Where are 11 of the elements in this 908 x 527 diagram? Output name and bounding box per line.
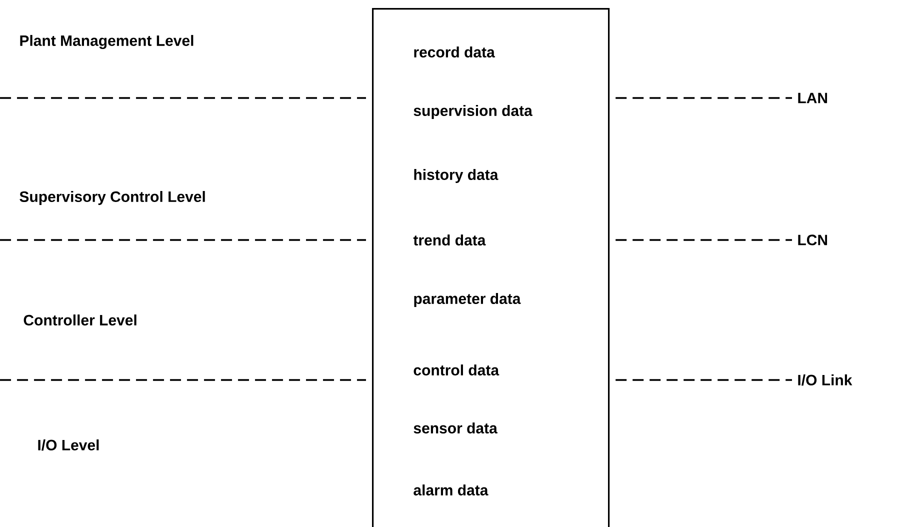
dashed-line: [616, 379, 792, 381]
network-label: LCN: [798, 234, 827, 246]
data-box: record data supervision data history data trend data parameter data control data sensor data alarm data: [372, 8, 610, 527]
level-label: Controller Level: [24, 314, 136, 326]
network-label: LAN: [798, 92, 827, 104]
network-label: I/O Link: [798, 374, 852, 386]
level-label: Supervisory Control Level: [20, 191, 205, 205]
dashed-line: [616, 97, 792, 99]
dashed-line: [616, 239, 792, 241]
level-label: Plant Management Level: [20, 34, 194, 50]
level-label: I/O Level: [38, 439, 99, 451]
